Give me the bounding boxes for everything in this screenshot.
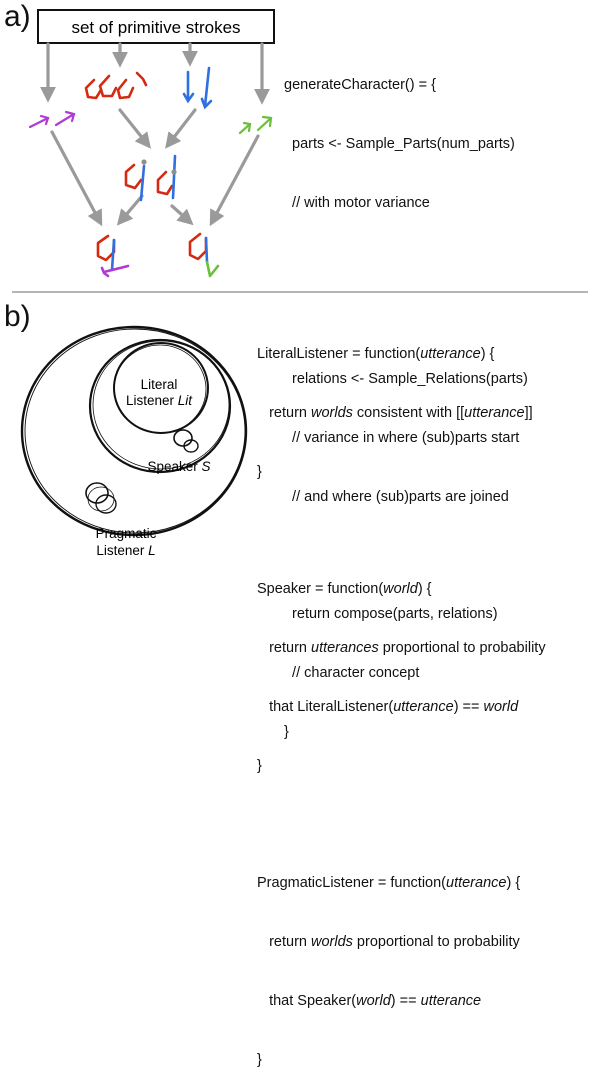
code-line: } [257,463,262,480]
primitive-strokes-box [37,9,275,44]
code-line: Speaker = function(world) { [257,581,432,598]
pragmatic-listener-circle [20,325,248,537]
purple-stroke-pair [28,110,76,129]
nested-circles [20,325,248,537]
panel-b-label: b) [4,300,31,333]
panel-a-label: a) [4,0,31,33]
pragmatic-bubble-1 [85,482,109,504]
speaker-bubble-1 [173,429,193,447]
code-line: LiteralListener = function(utterance) { [257,346,495,363]
code-line: generateCharacter() = { [284,77,436,94]
code-line: return utterances proportional to probab… [257,640,546,657]
arrow-mid-to-right [170,204,194,226]
code-line: PragmaticListener = function(utterance) … [257,875,521,892]
code-line: parts <- Sample_Parts(num_parts) [284,135,515,152]
arrow-purple-to-left [50,130,103,227]
arrow-mid-to-left [116,194,144,226]
flow-arrows [40,42,270,227]
code-line: return worlds proportional to probabilit… [257,934,520,950]
figure-canvas: set of primitive strokes [12,9,588,558]
code-line: // with motor variance [284,194,430,211]
code-line: return worlds consistent with [[utteranc… [257,404,533,421]
speaker-label: Speaker S [147,459,210,474]
pragmatic-listener-label-2: Listener L [96,543,155,558]
arrow-red-to-mid [118,108,151,149]
code-line: } [257,757,262,774]
final-characters [96,232,220,278]
code-line: // variance in where (sub)parts start [284,429,520,446]
arrow-blue-to-mid [165,108,197,149]
speaker-circle [88,338,232,474]
blue-stroke-primitives [182,66,213,110]
code-line: relations <- Sample_Relations(parts) [284,371,528,388]
green-stroke-pair [238,115,273,135]
code-line: that Speaker(world) == utterance [257,992,482,1009]
literal-listener-label-1: Literal [141,377,178,392]
code-line: that LiteralListener(utterance) == world [257,698,519,715]
arrow-green-to-right [209,134,260,227]
listener-speaker-code: LiteralListener = function(utterance) { … [257,306,546,1090]
code-line: } [257,1051,262,1068]
red-stroke-primitives [84,71,148,100]
pragmatic-listener-label-1: Pragmatic [96,526,157,541]
code-line: // and where (sub)parts are joined [284,488,509,505]
primitive-strokes-label: set of primitive strokes [71,18,240,37]
literal-listener-label-2: Listener Lit [126,393,193,408]
middle-characters [124,154,177,202]
